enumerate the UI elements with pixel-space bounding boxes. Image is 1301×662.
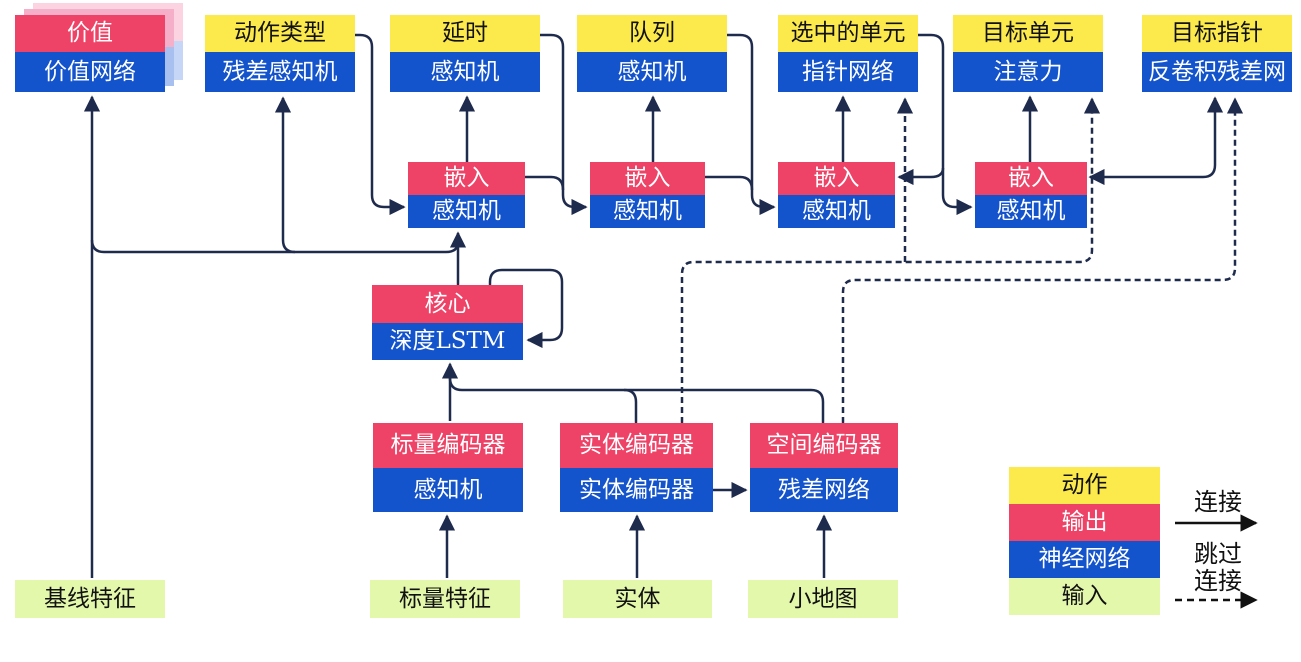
node-entities: 实体 <box>563 580 712 618</box>
edge-entity-encoder-trunk <box>623 388 638 423</box>
node-spatial-encoder-title: 空间编码器 <box>750 423 898 468</box>
node-queue-subtitle: 感知机 <box>577 52 727 92</box>
edge-selected-units-to-embed3 <box>897 167 945 186</box>
node-target-unit-subtitle: 注意力 <box>953 52 1103 92</box>
edge-embed2-merge <box>705 175 754 191</box>
node-value-title: 价值 <box>15 15 165 52</box>
legend-output: 输出 <box>1009 504 1160 541</box>
skip-spatial-to-target-point <box>841 97 1244 423</box>
node-queue: 队列 感知机 <box>577 15 727 92</box>
skip-entity-to-target-unit <box>680 97 1101 423</box>
node-queue-title: 队列 <box>577 15 727 52</box>
node-delay: 延时 感知机 <box>390 15 540 92</box>
node-delay-title: 延时 <box>390 15 540 52</box>
node-core-title: 核心 <box>372 285 523 323</box>
node-entity-encoder-subtitle: 实体编码器 <box>560 468 713 512</box>
node-minimap: 小地图 <box>748 580 898 618</box>
node-selected-units-title: 选中的单元 <box>778 15 918 52</box>
node-scalar-features: 标量特征 <box>370 580 520 618</box>
node-minimap-label: 小地图 <box>748 580 898 618</box>
node-selected-units: 选中的单元 指针网络 <box>778 15 918 92</box>
node-embed3-title: 嵌入 <box>778 162 895 195</box>
node-spatial-encoder: 空间编码器 残差网络 <box>750 423 898 512</box>
node-embed3-subtitle: 感知机 <box>778 195 895 228</box>
edge-embed4-target-point-link <box>1088 96 1224 186</box>
node-baseline-features: 基线特征 <box>15 580 165 618</box>
node-embed1-title: 嵌入 <box>408 162 525 195</box>
node-embed2: 嵌入 感知机 <box>590 162 705 228</box>
legend-skip-label-line1: 跳过 <box>1194 540 1242 568</box>
node-action-type-title: 动作类型 <box>205 15 355 52</box>
legend-neural-network: 神经网络 <box>1009 541 1160 578</box>
node-baseline-features-label: 基线特征 <box>15 580 165 618</box>
legend-action: 动作 <box>1009 467 1160 504</box>
node-embed3: 嵌入 感知机 <box>778 162 895 228</box>
node-embed2-title: 嵌入 <box>590 162 705 195</box>
node-scalar-encoder-title: 标量编码器 <box>373 423 523 468</box>
node-value-subtitle: 价值网络 <box>15 52 165 92</box>
node-delay-subtitle: 感知机 <box>390 52 540 92</box>
node-scalar-features-label: 标量特征 <box>370 580 520 618</box>
edge-action-type-to-embed1 <box>355 33 406 216</box>
legend-connection-label: 连接 <box>1194 488 1242 516</box>
node-target-point-title: 目标指针 <box>1142 15 1292 52</box>
edge-trunk-to-action-type <box>274 96 296 254</box>
edge-delay-to-embed2 <box>540 33 588 216</box>
node-embed4: 嵌入 感知机 <box>975 162 1087 228</box>
node-action-type: 动作类型 残差感知机 <box>205 15 355 92</box>
node-scalar-encoder: 标量编码器 感知机 <box>373 423 523 512</box>
node-value: 价值 价值网络 <box>15 15 165 92</box>
node-entity-encoder-title: 实体编码器 <box>560 423 713 468</box>
edge-queue-to-embed3 <box>727 33 776 216</box>
node-embed4-title: 嵌入 <box>975 162 1087 195</box>
legend-skip-label-line2: 连接 <box>1194 567 1242 595</box>
node-core: 核心 深度LSTM <box>372 285 523 360</box>
node-scalar-encoder-subtitle: 感知机 <box>373 468 523 512</box>
edge-core-trunk-left <box>90 239 460 254</box>
node-core-subtitle: 深度LSTM <box>372 323 523 360</box>
edge-core-self-loop <box>488 268 564 349</box>
edge-embed1-merge <box>525 175 565 191</box>
edge-spatial-encoder-trunk <box>448 377 825 423</box>
node-target-point-subtitle: 反卷积残差网 <box>1142 52 1292 92</box>
node-entity-encoder: 实体编码器 实体编码器 <box>560 423 713 512</box>
node-action-type-subtitle: 残差感知机 <box>205 52 355 92</box>
node-embed1-subtitle: 感知机 <box>408 195 525 228</box>
node-embed2-subtitle: 感知机 <box>590 195 705 228</box>
node-target-unit: 目标单元 注意力 <box>953 15 1103 92</box>
node-embed4-subtitle: 感知机 <box>975 195 1087 228</box>
node-target-point: 目标指针 反卷积残差网 <box>1142 15 1292 92</box>
node-selected-units-subtitle: 指针网络 <box>778 52 918 92</box>
node-target-unit-title: 目标单元 <box>953 15 1103 52</box>
legend-input: 输入 <box>1009 578 1160 615</box>
node-embed1: 嵌入 感知机 <box>408 162 525 228</box>
legend-color-key: 动作 输出 神经网络 输入 <box>1009 467 1160 615</box>
edge-selected-units-to-embed4 <box>918 33 973 216</box>
node-entities-label: 实体 <box>563 580 712 618</box>
node-spatial-encoder-subtitle: 残差网络 <box>750 468 898 512</box>
